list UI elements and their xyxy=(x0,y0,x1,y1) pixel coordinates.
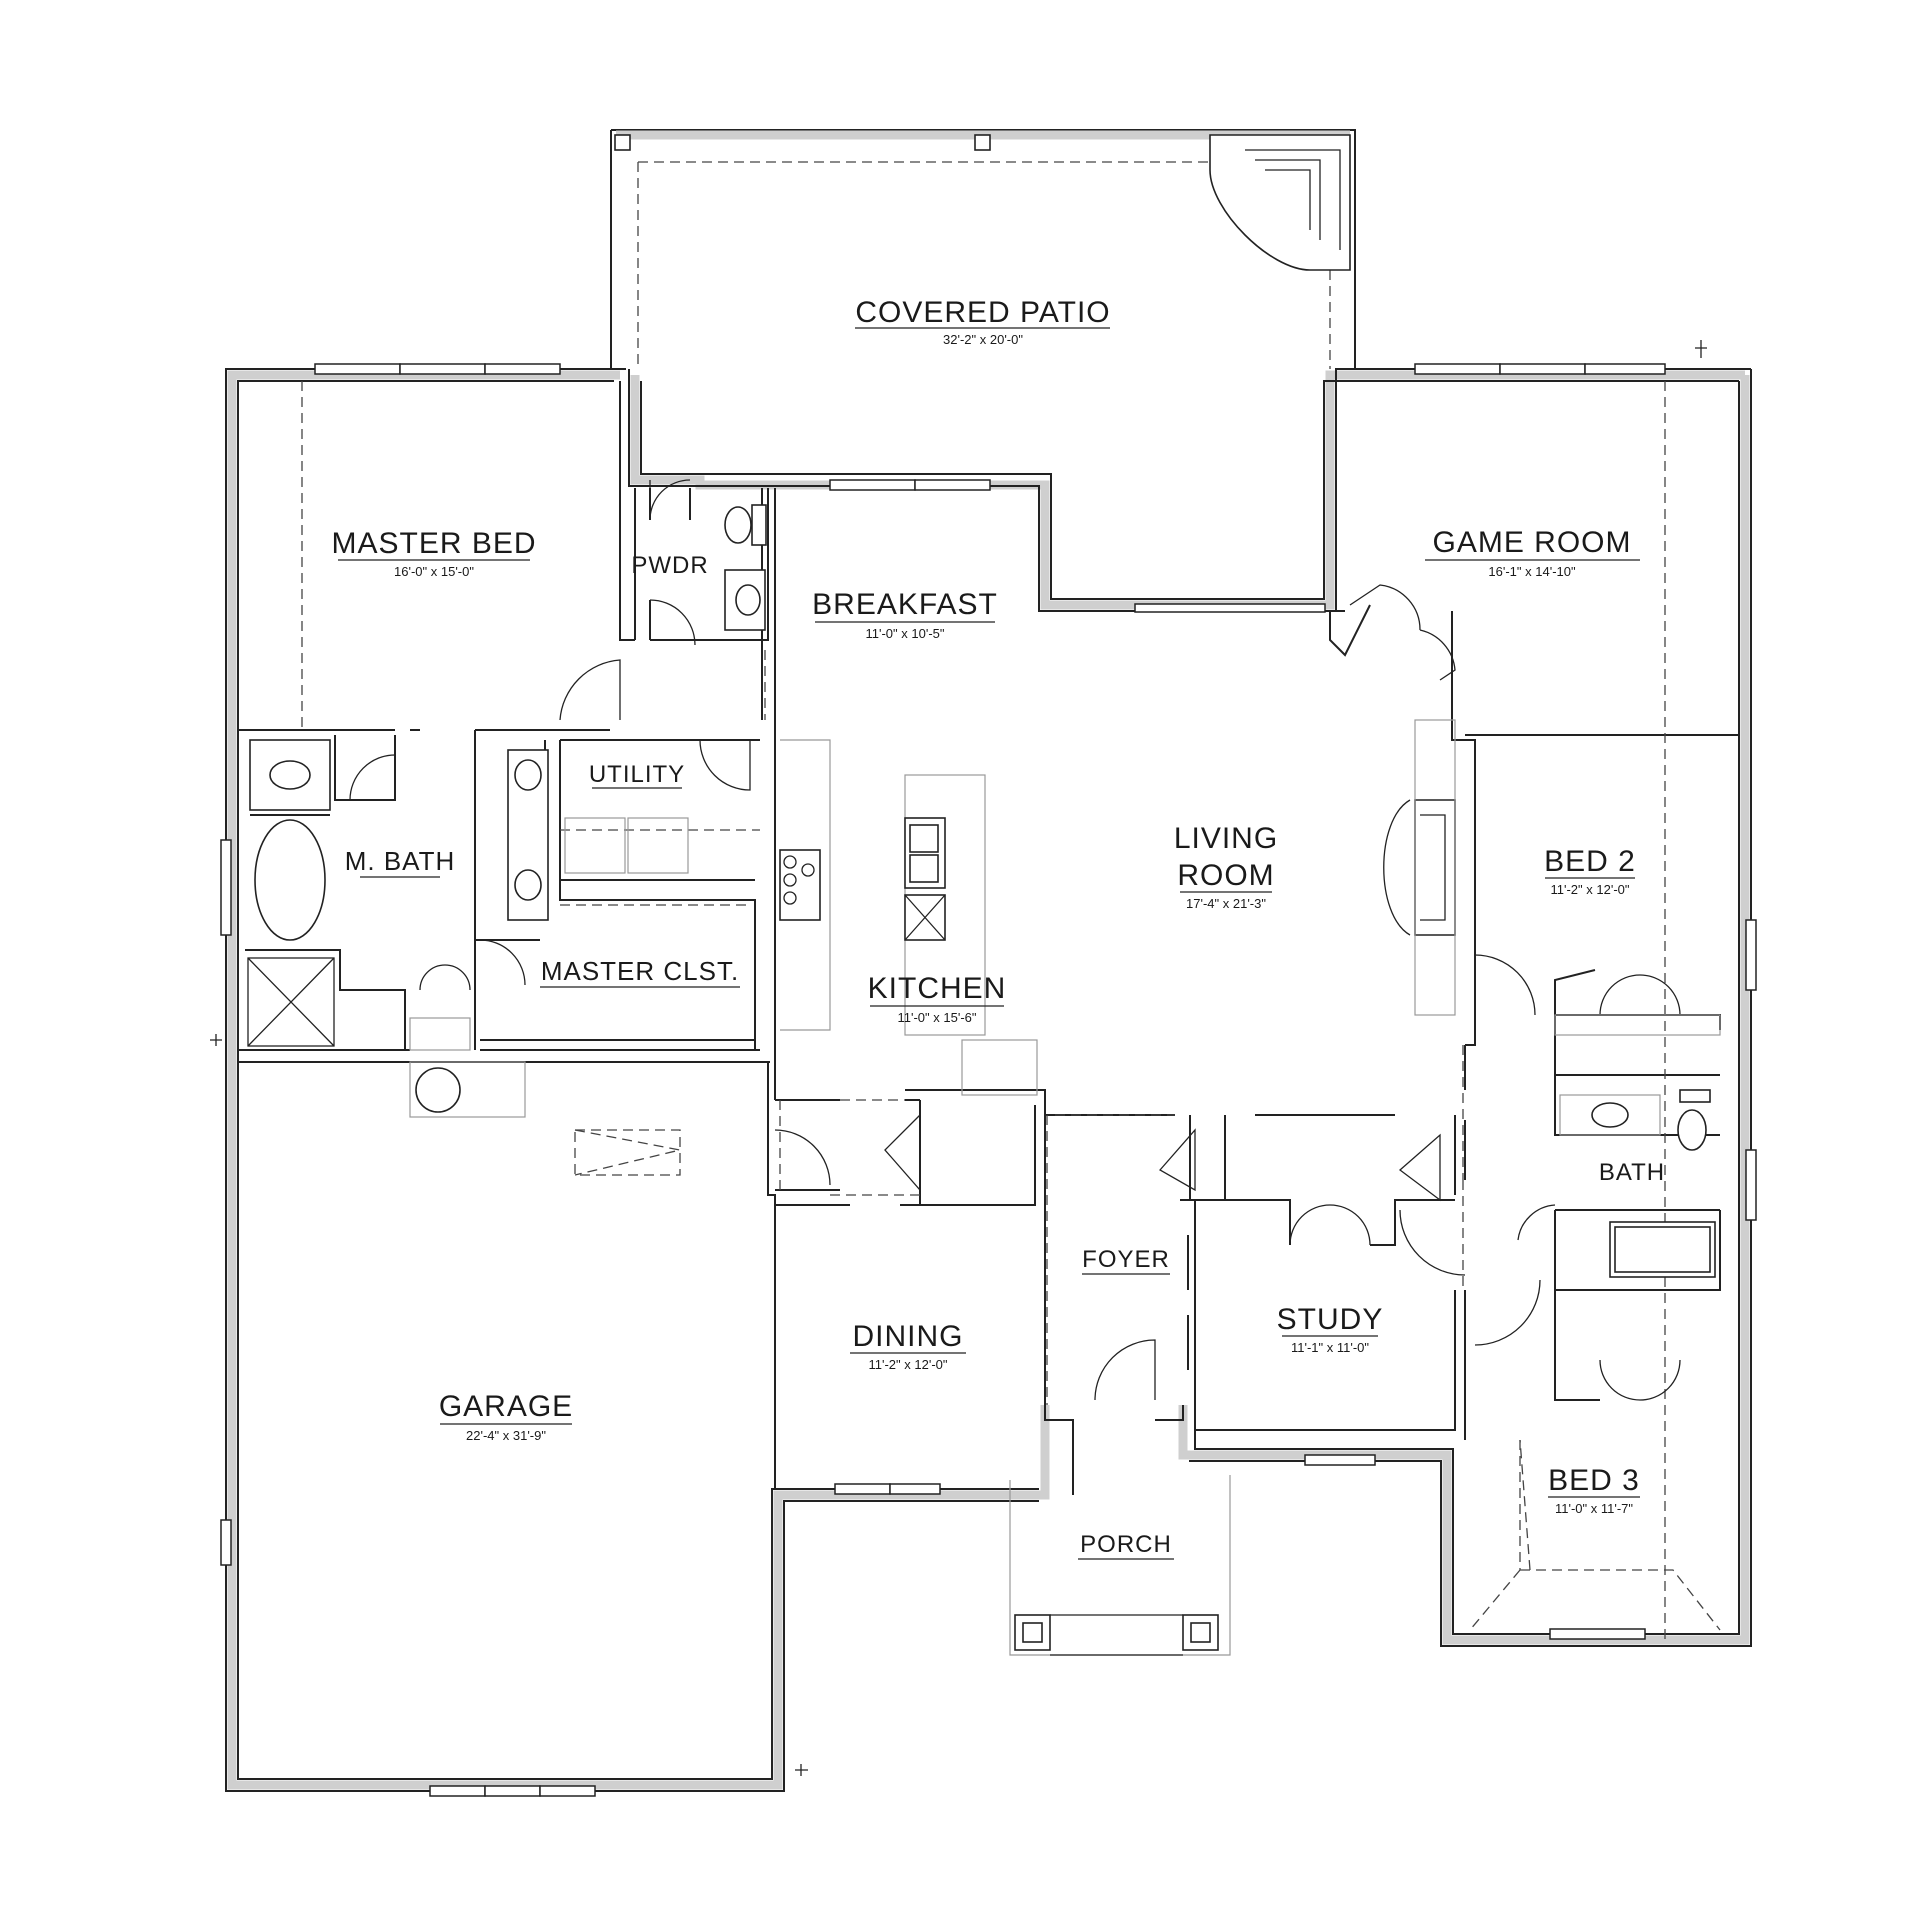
living-room-dim: 17'-4" x 21'-3" xyxy=(1186,896,1266,911)
m-bath-label: M. BATH xyxy=(345,846,456,876)
windows xyxy=(220,363,1757,1797)
covered-patio-area xyxy=(610,129,1356,369)
m-bath-tub xyxy=(254,819,326,941)
m-bath-sink xyxy=(514,759,542,791)
master-bed-label: MASTER BED xyxy=(331,527,536,560)
doors xyxy=(349,479,1681,1401)
foyer-label: FOYER xyxy=(1082,1246,1170,1273)
study-label: STUDY xyxy=(1277,1303,1384,1336)
study-dim: 11'-1" x 11'-0" xyxy=(1291,1340,1369,1355)
bed3-dim: 11'-0" x 11'-7" xyxy=(1555,1501,1633,1516)
pwdr-sink xyxy=(735,584,761,616)
ceiling-lines xyxy=(301,381,1721,1640)
living-room-label-line1: LIVING xyxy=(1174,822,1278,855)
bath-sink xyxy=(1591,1102,1629,1128)
range xyxy=(779,849,821,921)
garage-dim: 22'-4" x 31'-9" xyxy=(466,1428,546,1443)
covered-patio-dim: 32'-2" x 20'-0" xyxy=(943,332,1023,347)
fixtures xyxy=(210,340,1721,1776)
outdoor-fireplace xyxy=(1209,134,1351,271)
master-bed-dim: 16'-0" x 15'-0" xyxy=(394,564,474,579)
bed2-label: BED 2 xyxy=(1544,845,1636,878)
kitchen-dim: 11'-0" x 15'-6" xyxy=(898,1010,977,1025)
utility-label: UTILITY xyxy=(589,761,685,788)
water-heater xyxy=(415,1067,461,1113)
living-room-label-line2: ROOM xyxy=(1177,859,1274,892)
pwdr-toilet xyxy=(724,506,752,544)
breakfast-label: BREAKFAST xyxy=(812,588,998,621)
m-bath-sink xyxy=(514,869,542,901)
breakfast-dim: 11'-0" x 10'-5" xyxy=(866,626,945,641)
bed2-dim: 11'-2" x 12'-0" xyxy=(1551,882,1630,897)
covered-patio-label: COVERED PATIO xyxy=(855,296,1110,329)
dining-dim: 11'-2" x 12'-0" xyxy=(869,1357,948,1372)
bed3-label: BED 3 xyxy=(1548,1464,1640,1497)
patio-post xyxy=(614,134,631,151)
exterior-walls xyxy=(225,368,1752,1792)
bath-toilet xyxy=(1677,1109,1707,1151)
bath-label: BATH xyxy=(1599,1159,1665,1186)
pwdr-label: PWDR xyxy=(631,552,708,579)
garage-label: GARAGE xyxy=(439,1390,573,1423)
game-room-label: GAME ROOM xyxy=(1432,526,1631,559)
dining-label: DINING xyxy=(853,1320,964,1353)
master-clst-label: MASTER CLST. xyxy=(541,956,739,986)
game-room-dim: 16'-1" x 14'-10" xyxy=(1488,564,1576,579)
fireplace xyxy=(1414,799,1456,936)
m-bath-toilet xyxy=(269,760,311,790)
patio-post xyxy=(974,134,991,151)
kitchen-label: KITCHEN xyxy=(868,972,1007,1005)
room-labels: COVERED PATIO 32'-2" x 20'-0" MASTER BED… xyxy=(331,296,1665,1560)
porch-label: PORCH xyxy=(1080,1531,1172,1558)
